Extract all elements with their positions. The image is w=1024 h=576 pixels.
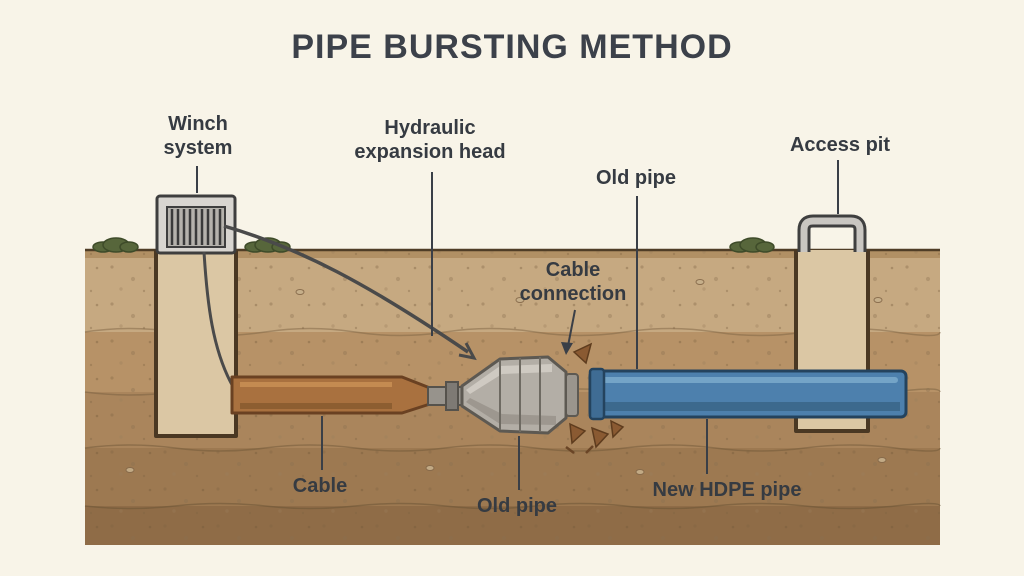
cable-connection-leader-line — [567, 309, 576, 347]
cable-illustration — [230, 375, 432, 415]
soil-stones — [125, 279, 887, 475]
bush-icon — [729, 237, 775, 253]
label-cable: Cable — [292, 475, 348, 497]
label-old-pipe-bottom: Old pipe — [477, 495, 557, 517]
new-hdpe-pipe-illustration — [588, 367, 908, 421]
winch-cable-arrowhead — [458, 342, 477, 361]
label-winch-system: Winch system — [163, 113, 233, 160]
access-pit-handle — [797, 214, 867, 252]
label-hydraulic-expansion-head: Hydraulic expansion head — [354, 117, 506, 164]
left-access-pit — [154, 250, 238, 438]
cable-connection-arrowhead — [561, 342, 573, 355]
label-cable-connection: Cable connection — [519, 259, 627, 306]
page-title: PIPE BURSTING METHOD — [291, 28, 733, 66]
pit-cable — [202, 251, 237, 391]
expansion-head-illustration — [460, 355, 579, 435]
leader-lines — [196, 160, 839, 490]
cable-connection-joint — [427, 381, 465, 411]
bush-icon — [92, 237, 139, 253]
pipe-fragments — [565, 342, 625, 454]
label-access-pit: Access pit — [789, 134, 891, 156]
winch-illustration — [155, 194, 237, 255]
label-new-hdpe-pipe: New HDPE pipe — [652, 479, 802, 501]
label-old-pipe-top: Old pipe — [596, 167, 676, 189]
